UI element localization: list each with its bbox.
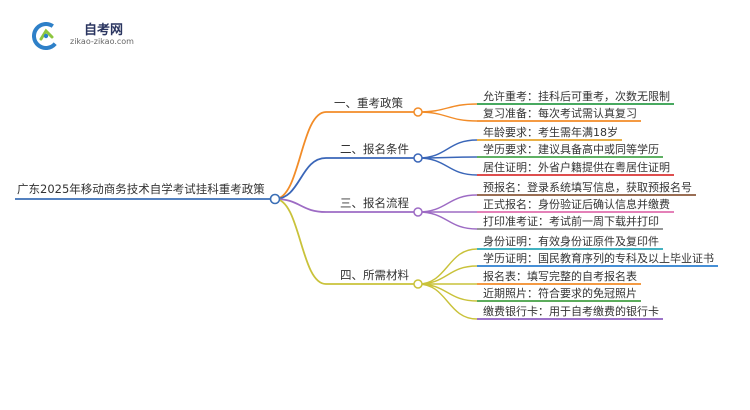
leaf-connector — [417, 111, 478, 122]
leaf-topic: 缴费银行卡：用于自考缴费的银行卡 — [483, 304, 659, 318]
root-topic: 广东2025年移动商务技术自学考试挂科重考政策 — [17, 182, 265, 196]
leaf-topic: 允许重考：挂科后可重考，次数无限制 — [483, 89, 670, 103]
leaf-connector — [417, 283, 478, 302]
logo-title: 自考网 — [84, 23, 124, 38]
logo-url: zikao-zikao.com — [70, 37, 134, 46]
branch-topic: 一、重考政策 — [334, 96, 403, 110]
branch-connector — [274, 198, 327, 213]
branch-connector — [274, 198, 327, 285]
leaf-topic: 居住证明：外省户籍提供在粤居住证明 — [483, 160, 670, 174]
leaf-topic: 学历证明：国民教育序列的专科及以上毕业证书 — [483, 251, 714, 265]
leaf-topic: 报名表：填写完整的自考报名表 — [483, 269, 637, 283]
branch-topic: 三、报名流程 — [340, 196, 409, 210]
leaf-topic: 复习准备：每次考试需认真复习 — [483, 106, 637, 120]
leaf-connector — [417, 211, 478, 230]
site-logo[interactable]: 自考网 zikao-zikao.com — [30, 16, 140, 52]
branch-node-dot — [413, 153, 423, 163]
leaf-connector — [417, 265, 478, 285]
leaf-connector — [417, 157, 478, 176]
logo-emblem-icon — [32, 22, 60, 50]
leaf-connector — [417, 103, 478, 113]
branch-connector — [274, 111, 327, 200]
leaf-topic: 近期照片：符合要求的免冠照片 — [483, 286, 637, 300]
root-node-dot — [269, 193, 281, 205]
leaf-topic: 年龄要求：考生需年满18岁 — [483, 125, 618, 139]
leaf-topic: 预报名：登录系统填写信息，获取预报名号 — [483, 180, 692, 194]
leaf-topic: 正式报名：身份验证后确认信息并缴费 — [483, 197, 670, 211]
branch-topic: 四、所需材料 — [340, 268, 409, 282]
leaf-topic: 身份证明：有效身份证原件及复印件 — [483, 234, 659, 248]
branch-topic: 二、报名条件 — [340, 142, 409, 156]
leaf-topic: 学历要求：建议具备高中或同等学历 — [483, 142, 659, 156]
branch-node-dot — [413, 207, 423, 217]
leaf-topic: 打印准考证：考试前一周下载并打印 — [483, 214, 659, 228]
leaf-connector — [417, 283, 478, 320]
branch-node-dot — [413, 107, 423, 117]
leaf-connector — [417, 194, 478, 213]
branch-node-dot — [413, 279, 423, 289]
leaf-connector — [417, 139, 478, 159]
branch-connector — [274, 157, 327, 200]
